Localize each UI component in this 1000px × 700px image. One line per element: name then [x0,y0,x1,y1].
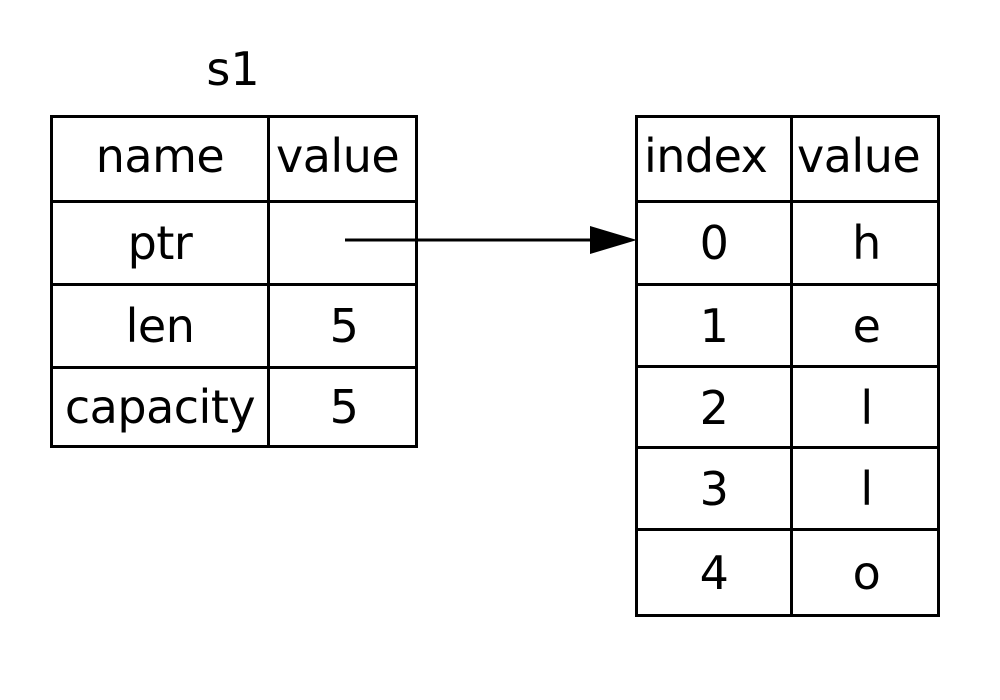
heap-header-index: index [644,129,768,183]
stack-cell-name-len: len [125,298,195,353]
table-row: capacity 5 [53,366,415,445]
heap-cell-index-4: 4 [699,545,729,600]
stack-table-label: s1 [206,42,260,96]
table-row: 4 o [638,528,937,614]
stack-table: name value ptr len 5 capacity 5 [50,115,418,448]
table-row: len 5 [53,283,415,365]
heap-cell-index-2: 2 [699,380,729,435]
table-row: 2 l [638,365,937,447]
heap-cell-index-3: 3 [699,461,729,516]
heap-cell-value-2: l [860,380,873,435]
arrow-right-icon [345,226,637,254]
heap-cell-index-0: 0 [699,215,729,270]
heap-cell-value-4: o [852,545,881,600]
heap-cell-value-3: l [860,461,873,516]
stack-cell-value-len: 5 [329,298,359,353]
heap-header-value: value [797,129,921,183]
table-row: 3 l [638,446,937,528]
stack-cell-value-capacity: 5 [329,380,359,434]
stack-table-column-divider [267,118,270,445]
table-row: 1 e [638,283,937,365]
table-row: 0 h [638,200,937,282]
stack-header-value: value [276,129,400,183]
table-row-header: name value [53,118,415,200]
table-row: ptr [53,200,415,282]
heap-cell-index-1: 1 [699,298,729,353]
stack-cell-name-ptr: ptr [127,215,193,270]
heap-cell-value-0: h [852,215,881,270]
heap-table: index value 0 h 1 e 2 l 3 l 4 o [635,115,940,617]
stack-cell-name-capacity: capacity [64,380,256,434]
stack-header-name: name [95,129,225,183]
heap-cell-value-1: e [852,298,881,353]
table-row-header: index value [638,118,937,200]
